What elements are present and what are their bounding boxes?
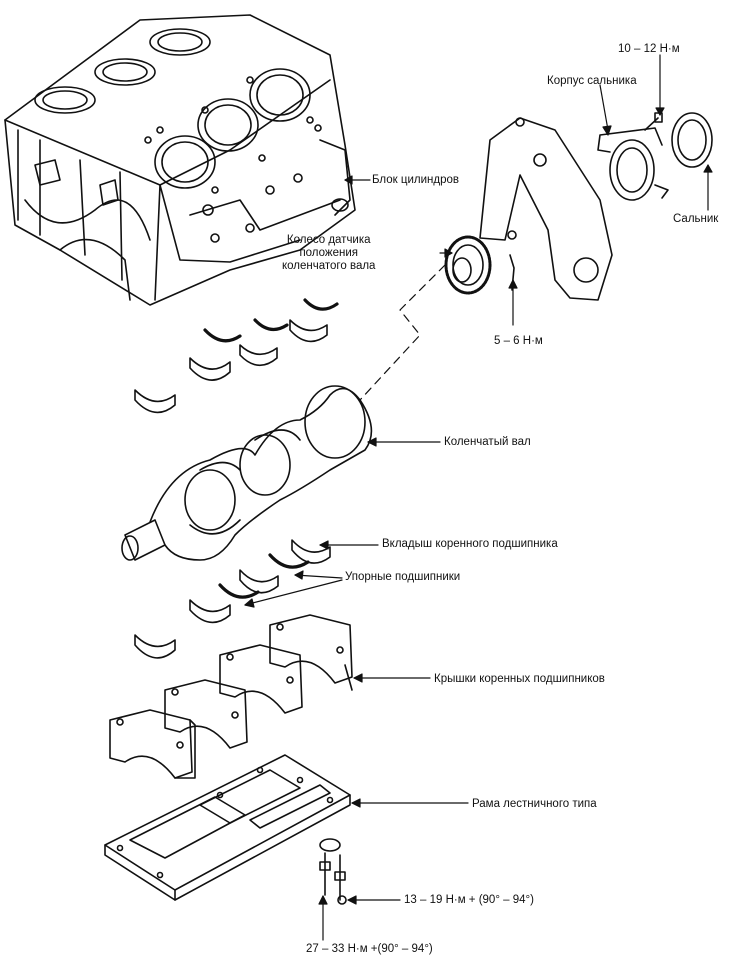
label-sensor-wheel: Колесо датчика положения коленчатого вал… [282,234,376,272]
label-oil-seal: Сальник [673,213,719,225]
label-bolt-torque-2: 27 – 33 Н·м +(90° – 94°) [306,943,433,955]
label-ladder-frame: Рама лестничного типа [472,798,597,810]
oil-seal-illustration [671,112,713,168]
bolts-illustration [319,838,347,905]
upper-bearing-shells-illustration [134,298,339,414]
ladder-frame-illustration [104,754,351,901]
leader-lines [244,54,713,941]
crank-sensor-wheel-illustration [444,235,515,295]
label-crankshaft: Коленчатый вал [444,436,531,448]
label-cylinder-block: Блок цилиндров [372,174,459,186]
label-seal-housing-torque: 10 – 12 Н·м [618,43,680,55]
label-bolt-torque-1: 13 – 19 Н·м + (90° – 94°) [404,894,534,906]
seal-housing-illustration [597,112,669,201]
label-seal-housing: Корпус сальника [547,75,637,87]
label-main-bearing-caps: Крышки коренных подшипников [434,673,605,685]
lower-bearing-shells-illustration [134,539,331,659]
main-bearing-caps-illustration [109,614,353,779]
cylinder-block-illustration [4,14,356,306]
label-sensor-torque: 5 – 6 Н·м [494,335,543,347]
crankshaft-illustration [121,385,373,561]
label-thrust-bearings: Упорные подшипники [345,571,461,583]
rear-plate-illustration [479,117,613,301]
label-main-bearing-shell: Вкладыш коренного подшипника [382,538,558,550]
